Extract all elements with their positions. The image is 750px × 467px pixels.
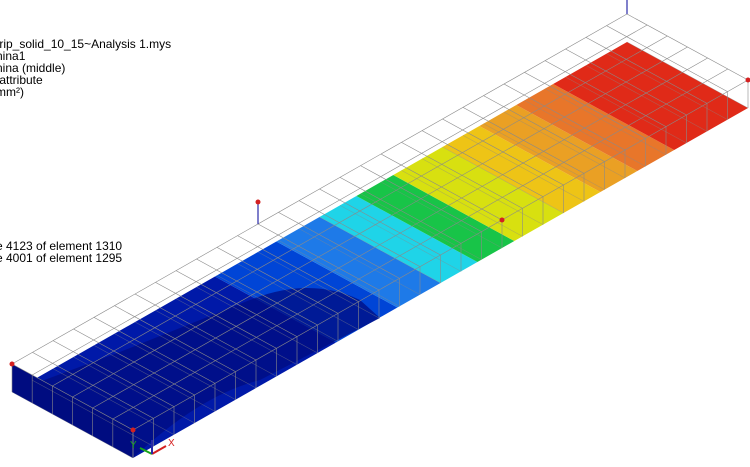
- constraint-node: [130, 427, 136, 433]
- mesh-line: [237, 263, 359, 330]
- contour-band: [516, 84, 675, 171]
- result-info-line-4: attribute: [0, 73, 43, 87]
- constraint-node: [499, 217, 505, 223]
- mesh-line: [442, 146, 564, 214]
- constraint-node: [745, 77, 750, 83]
- support-nodes: [9, 0, 750, 433]
- max-value-location: e 4123 of element 1310: [0, 239, 123, 253]
- x-axis-label: X: [168, 438, 175, 449]
- mesh-line: [114, 333, 236, 400]
- mesh-line: [257, 251, 380, 319]
- result-info-line-1: trip_solid_10_15~Analysis 1.mys: [0, 37, 172, 51]
- mesh-line: [112, 68, 728, 420]
- y-axis-label: Y: [130, 440, 137, 451]
- result-info-line-2: nina1: [0, 49, 26, 63]
- mesh-line: [626, 41, 749, 109]
- contour-band: [479, 105, 638, 192]
- mesh-line: [175, 298, 298, 365]
- mesh-line: [401, 170, 523, 237]
- constraint-node: [9, 361, 15, 367]
- mesh-line: [92, 57, 708, 409]
- mesh-line: [11, 13, 628, 365]
- mesh-line: [360, 193, 482, 260]
- mesh-grid: [11, 13, 749, 459]
- result-info-line-5: mm²): [0, 85, 24, 99]
- constraint-node: [255, 199, 261, 205]
- x-axis-line: [151, 445, 167, 455]
- mesh-line: [196, 286, 318, 354]
- mesh-line: [585, 65, 708, 132]
- mesh-line: [565, 76, 687, 144]
- contour-band: [356, 175, 515, 262]
- mesh-line: [524, 100, 646, 167]
- mesh-line: [32, 380, 154, 447]
- mesh-line: [319, 216, 441, 284]
- result-info-line-3: nina (middle): [0, 61, 66, 75]
- mesh-line: [462, 135, 585, 202]
- contour-band: [393, 147, 564, 241]
- mesh-line: [32, 24, 648, 376]
- contour-band: [442, 126, 601, 213]
- mesh-line: [380, 181, 503, 249]
- mesh-line: [72, 46, 688, 398]
- mesh-line: [52, 35, 668, 387]
- mesh-line: [483, 123, 605, 190]
- y-axis-line: [139, 447, 153, 455]
- mesh-line: [93, 345, 216, 412]
- mesh-line: [155, 310, 277, 377]
- mesh-line: [298, 228, 421, 295]
- mesh-line: [132, 79, 749, 431]
- mesh-line: [278, 240, 400, 307]
- mesh-line: [606, 53, 728, 120]
- mesh-line: [421, 158, 544, 225]
- mesh-line: [503, 111, 626, 179]
- mesh-line: [134, 321, 257, 389]
- mesh-line: [73, 356, 195, 424]
- contour-band: [319, 196, 478, 283]
- min-value-location: e 4001 of element 1295: [0, 251, 123, 265]
- mesh-line: [216, 275, 339, 342]
- mesh-line: [339, 205, 462, 272]
- axis-triad: XY: [130, 438, 175, 455]
- mesh-line: [52, 368, 175, 435]
- mesh-line: [544, 88, 667, 155]
